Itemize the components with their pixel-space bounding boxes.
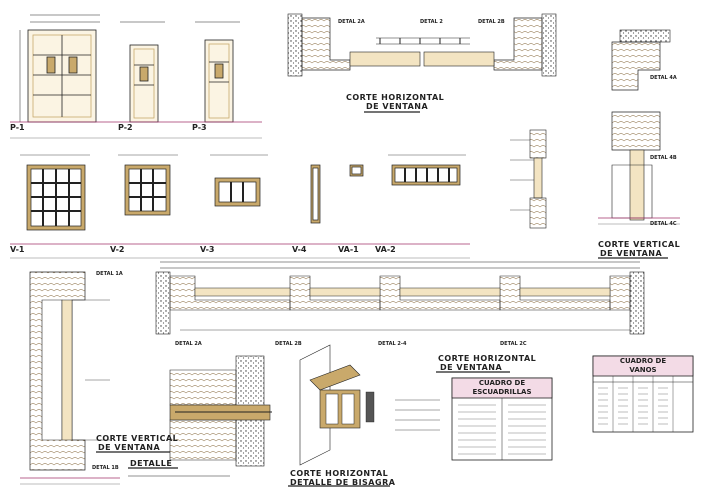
vertical-section-left [20, 271, 120, 485]
horizontal-section-top [287, 13, 557, 77]
title-detalle: DETALLE [130, 459, 173, 468]
vertical-section-right [598, 29, 680, 225]
detail-tag-right-2: DETAL 4B [650, 155, 677, 161]
door-tag-p1: P-1 [10, 123, 25, 132]
detail-tag-left-2: DETAL 1B [92, 465, 119, 471]
detail-tag-mid-1: DETAL 2A [175, 341, 202, 347]
window-elevation-va1 [349, 164, 364, 177]
detail-wall-frame [128, 355, 272, 477]
window-tag-v2: V-2 [110, 245, 125, 254]
title-corte-horizontal-mid-l2: DE VENTANA [440, 363, 503, 372]
detail-tag-right-1: DETAL 4A [650, 75, 677, 81]
table-escuadrillas [451, 377, 553, 461]
door-elevation-p3 [195, 21, 240, 123]
window-tag-va1: VA-1 [338, 245, 359, 254]
title-corte-bisagra-l2: DETALLE DE BISAGRA [290, 478, 396, 487]
door-elevation-p1 [19, 14, 100, 123]
door-elevation-p2 [120, 21, 165, 123]
detail-tag-right-3: DETAL 4C [650, 221, 677, 227]
horizontal-section-middle [155, 261, 645, 335]
title-corte-vertical-right-l2: DE VENTANA [600, 249, 663, 258]
title-corte-horizontal-top-l2: DE VENTANA [366, 102, 429, 111]
detail-tag-mid-4: DETAL 2C [500, 341, 527, 347]
table-vanos-title-l2: VANOS [629, 366, 657, 374]
window-elevation-v4 [310, 164, 321, 224]
table-vanos [592, 355, 694, 433]
title-corte-vertical-left-l2: DE VENTANA [98, 443, 161, 452]
detail-tag-top-2: DETAL 2 [420, 19, 443, 25]
window-tag-va2: VA-2 [375, 245, 396, 254]
window-elevation-v3 [210, 154, 268, 207]
table-escuadrillas-title-l1: CUADRO DE [478, 379, 526, 387]
window-elevation-va2 [388, 154, 466, 186]
window-elevation-v1 [20, 154, 90, 231]
detail-hinge [299, 344, 440, 466]
detail-tag-left-1: DETAL 1A [96, 271, 123, 277]
vertical-section-center [510, 129, 547, 229]
title-corte-bisagra-l1: CORTE HORIZONTAL [290, 469, 389, 478]
title-corte-vertical-right-l1: CORTE VERTICAL [598, 240, 681, 249]
window-tag-v4: V-4 [292, 245, 307, 254]
table-vanos-title-l1: CUADRO DE [619, 357, 667, 365]
title-corte-horizontal-mid-l1: CORTE HORIZONTAL [438, 354, 537, 363]
detail-tag-mid-3: DETAL 2-4 [378, 341, 407, 347]
title-corte-vertical-left-l1: CORTE VERTICAL [96, 434, 179, 443]
window-tag-v1: V-1 [10, 245, 25, 254]
title-corte-horizontal-top-l1: CORTE HORIZONTAL [346, 93, 445, 102]
detail-tag-mid-2: DETAL 2B [275, 341, 302, 347]
table-escuadrillas-title-l2: ESCUADRILLAS [472, 388, 532, 396]
window-tag-v3: V-3 [200, 245, 215, 254]
door-tag-p2: P-2 [118, 123, 133, 132]
door-tag-p3: P-3 [192, 123, 207, 132]
window-elevation-v2 [118, 154, 178, 216]
detail-tag-top-1: DETAL 2A [338, 19, 365, 25]
detail-tag-top-3: DETAL 2B [478, 19, 505, 25]
